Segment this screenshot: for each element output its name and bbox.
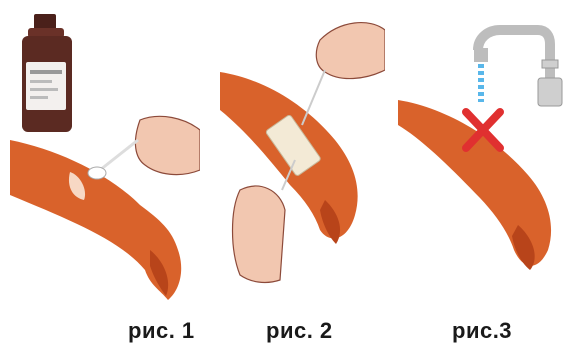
hand-with-swab-fig1 bbox=[88, 116, 200, 179]
panel-fig1: рис. 1 bbox=[0, 0, 200, 320]
panel-fig2: рис. 2 bbox=[210, 0, 385, 320]
caption-fig2: рис. 2 bbox=[266, 318, 333, 344]
medicine-bottle-icon bbox=[22, 14, 72, 132]
upper-hand-fig2 bbox=[302, 23, 385, 125]
caption-fig3: рис.3 bbox=[452, 318, 512, 344]
illustration-fig3 bbox=[388, 0, 572, 320]
water-faucet-icon bbox=[474, 30, 562, 106]
illustration-fig2 bbox=[210, 0, 385, 320]
illustration-fig1 bbox=[0, 0, 200, 320]
panel-fig3: рис.3 bbox=[388, 0, 572, 320]
caption-fig1: рис. 1 bbox=[128, 318, 195, 344]
